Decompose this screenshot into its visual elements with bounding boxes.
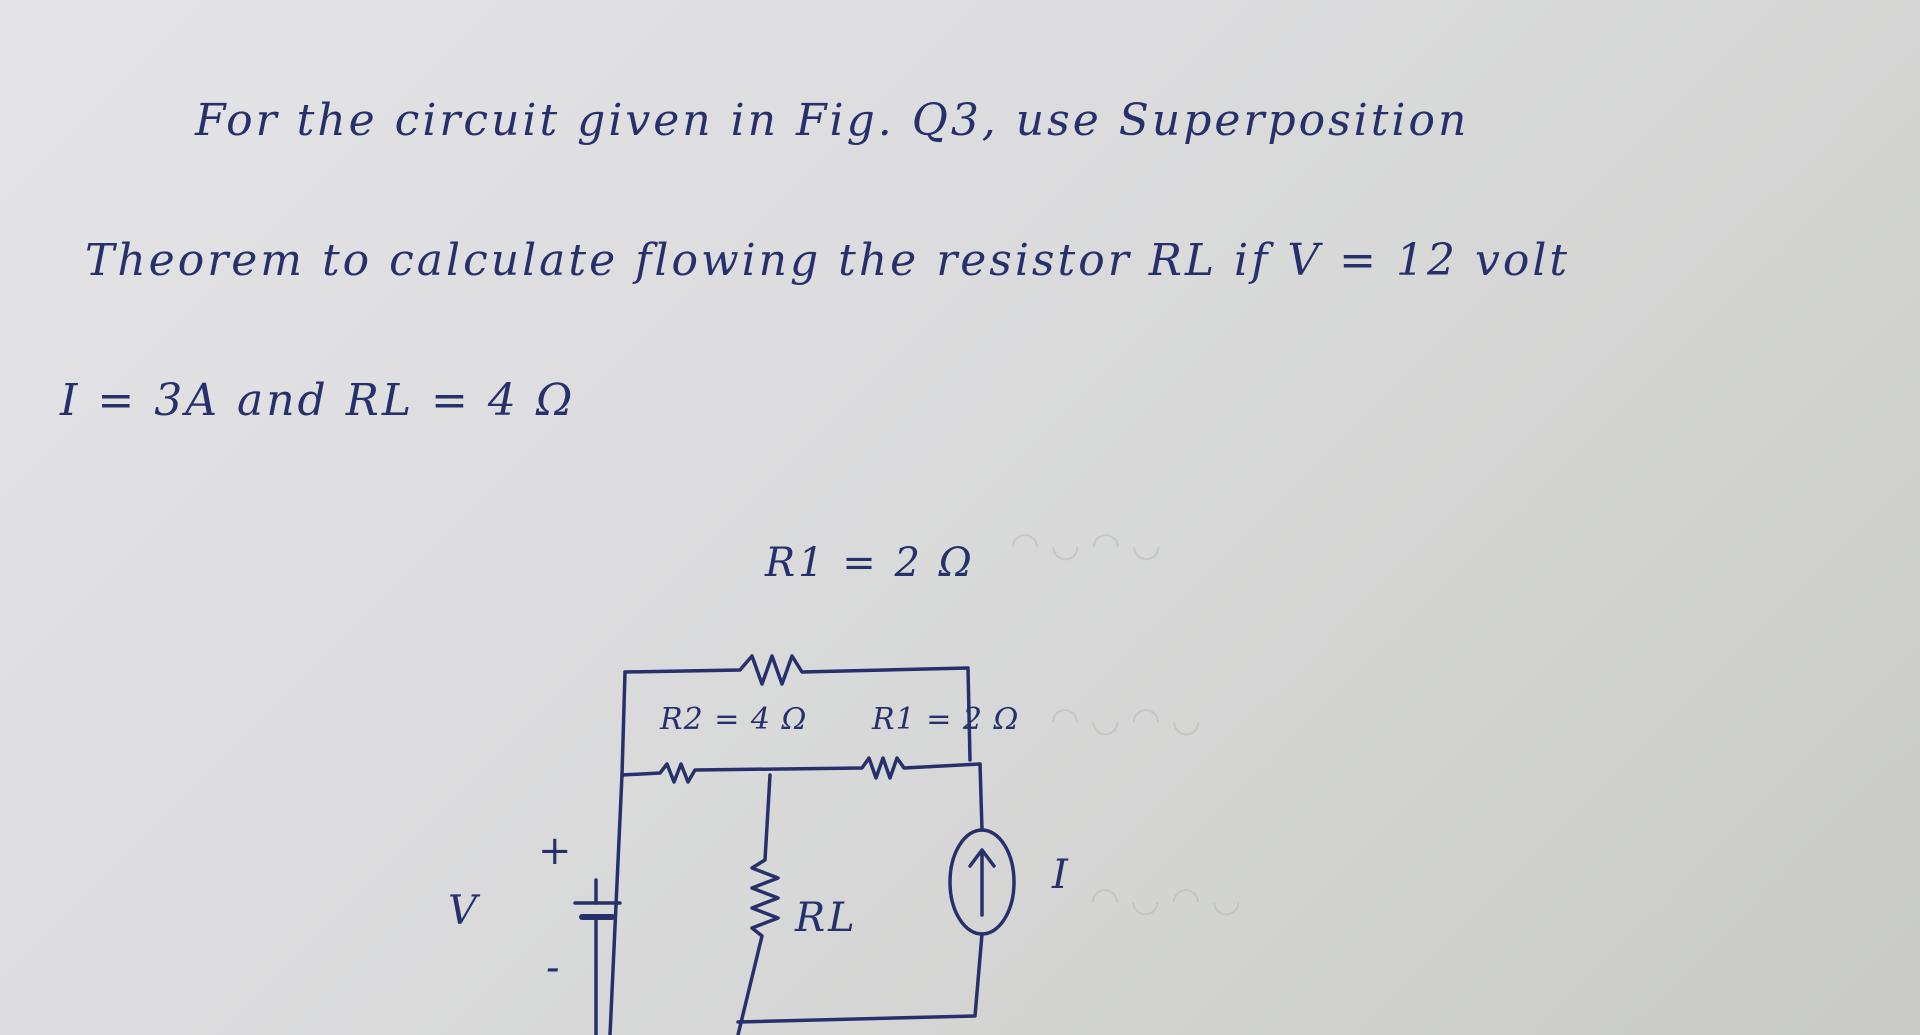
load-resistor-label: RL: [795, 895, 858, 941]
battery-minus-sign: -: [546, 945, 563, 991]
right-rail-wire: [978, 762, 984, 832]
problem-line-1: For the circuit given in Fig. Q3, use Su…: [195, 95, 1470, 146]
battery-plus-sign: +: [538, 828, 575, 874]
top-resistor-label: R1 = 2 Ω: [765, 540, 975, 586]
left-inner-resistor-label: R2 = 4 Ω: [660, 702, 808, 737]
current-source-label: I: [1052, 852, 1071, 898]
voltage-label: V: [448, 888, 480, 934]
bleed-through-marks: ◠ ◡ ◠ ◡: [1090, 880, 1242, 920]
right-rail-lower-wire: [736, 932, 984, 1024]
current-source-arrow: [968, 848, 996, 917]
load-branch-wire: [736, 773, 780, 1035]
problem-line-3: I = 3A and RL = 4 Ω: [60, 375, 576, 426]
middle-branch-wire: [620, 756, 982, 784]
top-branch-wire: [623, 654, 972, 762]
bleed-through-marks: ◠ ◡ ◠ ◡: [1010, 525, 1162, 565]
problem-line-2: Theorem to calculate flowing the resisto…: [85, 235, 1571, 286]
left-rail-wire: [608, 670, 627, 1035]
bleed-through-marks: ◠ ◡ ◠ ◡: [1050, 700, 1202, 740]
right-inner-resistor-label: R1 = 2 Ω: [872, 702, 1020, 737]
